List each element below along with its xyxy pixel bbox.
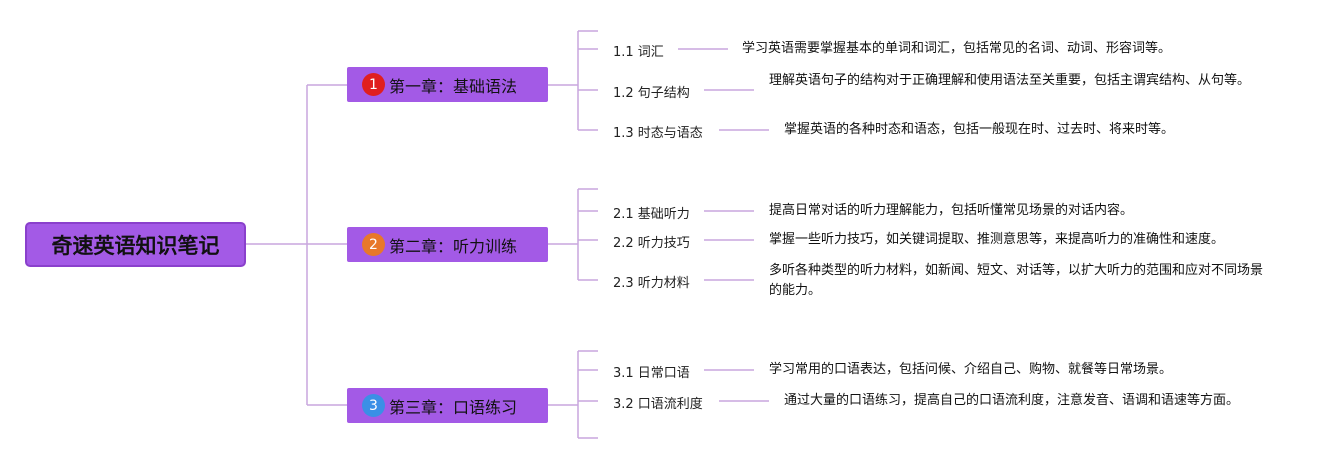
section-1-3-label[interactable]: 1.3 时态与语态 bbox=[613, 126, 703, 141]
section-1-3-description: 掌握英语的各种时态和语态，包括一般现在时、过去时、将来时等。 bbox=[784, 122, 1175, 137]
chapter-1-node[interactable]: 1 第一章：基础语法 bbox=[347, 67, 548, 102]
section-2-3-description: 多听各种类型的听力材料，如新闻、短文、对话等，以扩大听力的范围和应对不同场景的能… bbox=[769, 263, 1264, 298]
root-topic[interactable]: 奇速英语知识笔记 bbox=[25, 222, 246, 267]
connector-chapter-2 bbox=[548, 188, 598, 281]
root-topic-label: 奇速英语知识笔记 bbox=[51, 233, 220, 258]
connector-chapter-1 bbox=[548, 30, 598, 131]
section-2-1-description: 提高日常对话的听力理解能力，包括听懂常见场景的对话内容。 bbox=[769, 203, 1134, 218]
number-2-badge-icon: 2 bbox=[362, 233, 385, 256]
chapter-3-title: 第三章：口语练习 bbox=[389, 397, 518, 417]
number-3-badge-icon: 3 bbox=[362, 394, 385, 417]
section-3-2-description: 通过大量的口语练习，提高自己的口语流利度，注意发音、语调和语速等方面。 bbox=[784, 393, 1240, 408]
section-2-2-description: 掌握一些听力技巧，如关键词提取、推测意思等，来提高听力的准确性和速度。 bbox=[769, 232, 1225, 247]
section-3-1-label[interactable]: 3.1 日常口语 bbox=[613, 366, 690, 381]
chapter-3-node[interactable]: 3 第三章：口语练习 bbox=[347, 388, 548, 423]
section-1-2-description: 理解英语句子的结构对于正确理解和使用语法至关重要，包括主谓宾结构、从句等。 bbox=[769, 73, 1251, 88]
section-1-1-label[interactable]: 1.1 词汇 bbox=[613, 45, 664, 60]
chapter-2-title: 第二章：听力训练 bbox=[389, 236, 518, 256]
section-3-1-description: 学习常用的口语表达，包括问候、介绍自己、购物、就餐等日常场景。 bbox=[769, 362, 1173, 377]
number-1-badge-icon: 1 bbox=[362, 73, 385, 96]
section-1-1-description: 学习英语需要掌握基本的单词和词汇，包括常见的名词、动词、形容词等。 bbox=[742, 41, 1172, 56]
section-2-1-label[interactable]: 2.1 基础听力 bbox=[613, 207, 690, 222]
section-2-2-label[interactable]: 2.2 听力技巧 bbox=[613, 236, 690, 251]
section-3-2-label[interactable]: 3.2 口语流利度 bbox=[613, 397, 703, 412]
chapter-1-title: 第一章：基础语法 bbox=[389, 76, 518, 96]
section-1-2-label[interactable]: 1.2 句子结构 bbox=[613, 86, 690, 101]
chapter-2-node[interactable]: 2 第二章：听力训练 bbox=[347, 227, 548, 262]
connector-chapter-3 bbox=[548, 350, 598, 439]
connector-root-trunk bbox=[246, 84, 347, 406]
section-2-3-label[interactable]: 2.3 听力材料 bbox=[613, 276, 690, 291]
